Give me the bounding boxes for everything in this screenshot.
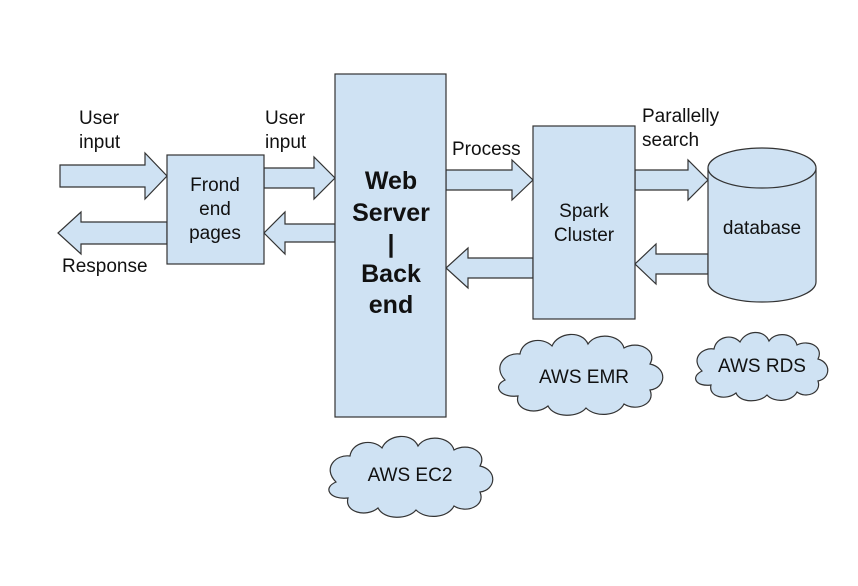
arrow-database-to-spark [634, 242, 709, 286]
arrow-user-to-frontend [59, 151, 168, 201]
arrows [57, 151, 709, 290]
user-input-left-label-line1: User [79, 108, 120, 129]
cloud-aws-emr [498, 333, 664, 416]
frontend-label-line1: Frond [190, 175, 240, 196]
aws-ec2-label: AWS EC2 [368, 465, 453, 486]
arrow-frontend-to-user [57, 210, 168, 256]
parallelly-search-label-line1: Parallelly [642, 106, 720, 127]
arrow-webserver-to-spark [445, 158, 534, 202]
cloud-aws-rds [695, 331, 829, 402]
web-server-box [334, 73, 447, 418]
parallelly-search-label-line2: search [642, 130, 699, 151]
response-label: Response [62, 256, 148, 277]
web-server-label-line3: | [388, 230, 395, 258]
frontend-label-line3: pages [189, 223, 241, 244]
web-server-label-line1: Web [365, 167, 417, 195]
user-input-right-label-line2: input [265, 132, 307, 153]
spark-label-line2: Cluster [554, 225, 615, 246]
cloud-aws-ec2 [328, 435, 494, 518]
user-input-right-label-line1: User [265, 108, 306, 129]
arrow-spark-to-database [634, 158, 709, 202]
arrow-spark-to-webserver [445, 246, 534, 290]
aws-emr-label: AWS EMR [539, 367, 629, 388]
process-label: Process [452, 139, 521, 160]
arrow-frontend-to-webserver [263, 155, 336, 201]
frontend-label-line2: end [199, 199, 231, 220]
arrow-webserver-to-frontend [263, 210, 336, 256]
web-server-label-line2: Server [352, 199, 430, 227]
spark-label-line1: Spark [559, 201, 609, 222]
aws-rds-label: AWS RDS [718, 356, 806, 377]
frontend-box [166, 154, 265, 265]
database-cylinder [707, 147, 817, 303]
web-server-label-line4: Back [361, 260, 421, 288]
spark-cluster-box [532, 125, 636, 320]
user-input-left-label-line2: input [79, 132, 121, 153]
web-server-label-line5: end [369, 291, 413, 319]
database-label: database [723, 218, 801, 239]
